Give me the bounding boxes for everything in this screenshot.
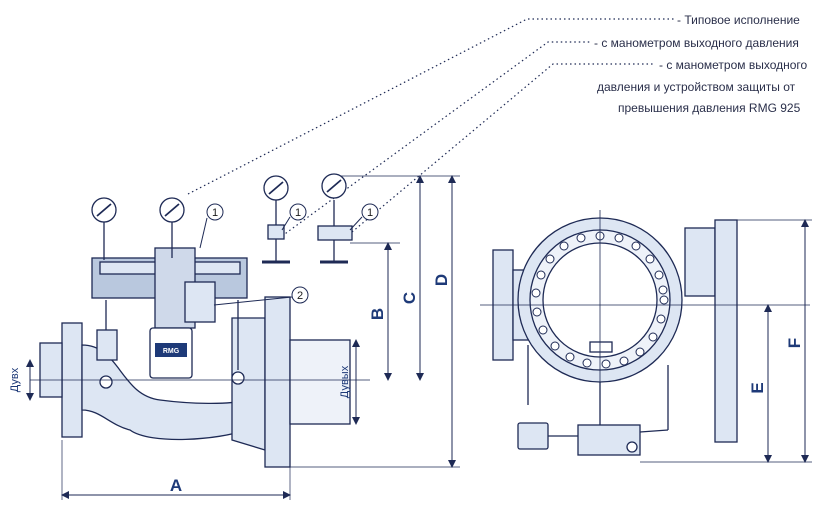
callouts <box>199 203 379 306</box>
outlet-flange <box>264 296 291 468</box>
legend-line-3c: превышения давления RMG 925 <box>618 101 801 115</box>
left-view <box>39 247 351 468</box>
legend-line-3a: - с манометром выходного <box>659 58 808 72</box>
dimension-lines-right <box>640 219 812 463</box>
outlet-nut <box>231 371 245 385</box>
dim-E: E <box>748 382 767 393</box>
outlet-pipe <box>289 339 351 425</box>
gauge-4 <box>317 173 353 264</box>
legend-leaders <box>187 18 674 237</box>
dim-C: C <box>400 292 419 304</box>
dim-D: D <box>432 274 451 286</box>
filter-housing <box>96 329 118 361</box>
callout-2-label: 2 <box>297 290 303 302</box>
callout-1b-label: 1 <box>295 207 301 219</box>
dim-B: B <box>368 308 387 320</box>
callout-1a <box>206 203 224 221</box>
right-view <box>492 217 738 456</box>
callout-1a-label: 1 <box>212 207 218 219</box>
right-flange <box>714 219 738 443</box>
inlet-nut <box>99 375 113 389</box>
nameplate <box>589 341 613 353</box>
legend-line-1: - Типовое исполнение <box>677 13 800 27</box>
legend-line-2: - с манометром выходного давления <box>594 36 799 50</box>
gauge-2 <box>159 197 185 258</box>
flange-bolts <box>531 231 669 369</box>
gauge-1 <box>91 197 117 260</box>
legend-line-3b: давления и устройством защиты от <box>597 80 796 94</box>
rmg-logo: RMG <box>163 348 180 355</box>
dimension-lines-left <box>26 175 460 500</box>
callout-1c-label: 1 <box>367 207 373 219</box>
inlet-pipe-stub <box>39 342 63 398</box>
gauges-left <box>91 173 353 264</box>
dim-outlet: Дувых <box>339 365 351 398</box>
filter-block <box>517 422 549 450</box>
callout-1b <box>289 203 307 221</box>
dim-F: F <box>785 338 804 348</box>
dim-A: A <box>170 476 182 495</box>
callout-2 <box>291 286 309 304</box>
gauge-3 <box>262 175 290 264</box>
dim-inlet: Дувх <box>9 367 21 392</box>
right-stub <box>684 227 716 297</box>
callout-1c <box>361 203 379 221</box>
